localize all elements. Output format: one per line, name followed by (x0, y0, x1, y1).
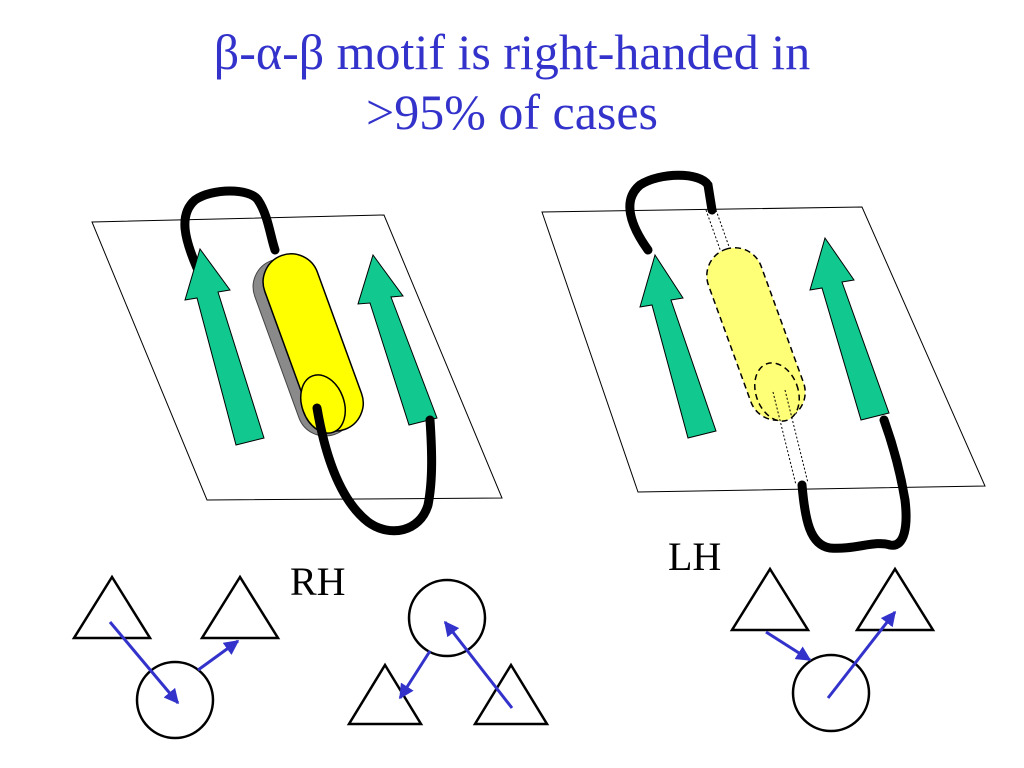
direction-arrow (197, 639, 240, 672)
rh-label: RH (290, 559, 346, 604)
direction-arrow (443, 620, 514, 709)
lh-label: LH (668, 534, 721, 579)
connecting-loop-bottom (797, 415, 911, 553)
beta-strand-arrow (639, 253, 717, 439)
direction-arrow (108, 621, 180, 705)
left-handed-panel: LH (541, 170, 986, 579)
strand-triangle (199, 574, 281, 640)
helix-circle (791, 653, 871, 733)
connecting-loop-top (625, 170, 717, 255)
topology-schematic-2 (346, 578, 550, 726)
strand-triangle (729, 566, 811, 632)
beta-strand-arrow (184, 247, 265, 446)
connecting-loop-top (180, 186, 280, 273)
direction-arrow (826, 610, 897, 699)
title-line-2: >95% of cases (366, 84, 658, 140)
topology-schematic-3 (729, 566, 936, 733)
strand-triangle (346, 662, 424, 726)
connecting-loop-bottom (312, 403, 437, 536)
strand-triangle (71, 574, 153, 640)
helix-circle (407, 578, 487, 658)
alpha-helix-cylinder (252, 253, 364, 437)
topology-schematic-1 (71, 574, 281, 740)
beta-strand-arrow (809, 236, 890, 421)
right-handed-panel: RH (91, 186, 503, 604)
beta-sheet-plane (541, 206, 986, 493)
direction-arrow (765, 630, 812, 662)
beta-sheet-plane (91, 214, 503, 501)
beta-strand-arrow (357, 253, 438, 426)
strand-triangle (854, 566, 936, 632)
slide-title: β-α-β motif is right-handed in >95% of c… (0, 22, 1024, 142)
title-line-1: β-α-β motif is right-handed in (213, 24, 811, 80)
helix-circle (135, 660, 215, 740)
direction-arrow (398, 650, 432, 700)
alpha-helix-cylinder-hidden (706, 246, 809, 486)
strand-triangle (472, 662, 550, 726)
